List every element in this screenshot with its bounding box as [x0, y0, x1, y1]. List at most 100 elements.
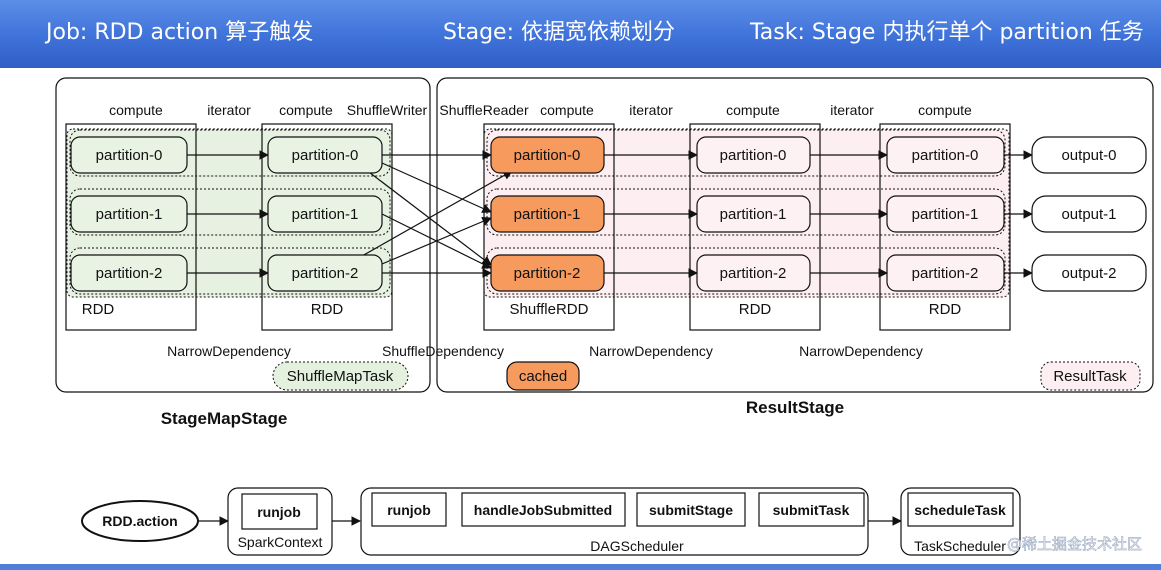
- partition-node-col4-row1: partition-1: [696, 195, 811, 233]
- label-compute-2: compute: [279, 102, 333, 118]
- dependency-label-shuffle: ShuffleDependency: [382, 343, 504, 359]
- submit-task-box: [758, 492, 865, 527]
- output-node-1: output-1: [1031, 195, 1147, 233]
- bottom-strip: [0, 564, 1161, 570]
- map-stage-title: StageMapStage: [161, 409, 288, 428]
- watermark-text: @稀土掘金技术社区: [1007, 535, 1142, 553]
- header-job-text: Job: RDD action 算子触发: [46, 20, 314, 45]
- label-shuffle-reader: ShuffleReader: [439, 102, 529, 118]
- rdd-label-3: RDD: [739, 301, 772, 318]
- partition-label: partition-1: [292, 206, 359, 223]
- schedule-task-label: scheduleTask: [914, 502, 1006, 518]
- partition-node-col5-row2: partition-2: [886, 254, 1005, 292]
- partition-label: partition-0: [96, 147, 163, 164]
- result-task-label: ResultTask: [1053, 368, 1127, 385]
- dag-runjob-box: [371, 492, 447, 527]
- result-stage-frame: [436, 77, 1154, 393]
- map-stage-frame: [55, 77, 431, 393]
- header-task-text: Task: Stage 内执行单个 partition 任务: [750, 20, 1144, 45]
- arrow-shuffle-2-0: [361, 170, 513, 257]
- partition-label: partition-1: [720, 206, 787, 223]
- rdd-box-4: [879, 123, 1011, 331]
- shuffle-rdd-box: [483, 123, 615, 331]
- arrow-shuffle-0-1: [381, 162, 492, 213]
- row-group-2-left: [69, 247, 391, 295]
- partition-node-col4-row0: partition-0: [696, 136, 811, 174]
- spark-context-label: SparkContext: [238, 534, 323, 550]
- rdd-box-3: [689, 123, 821, 331]
- handle-job-submitted-label: handleJobSubmitted: [474, 502, 612, 518]
- label-shuffle-writer: ShuffleWriter: [347, 102, 428, 118]
- label-iterator-2: iterator: [629, 102, 673, 118]
- partition-label: partition-2: [720, 265, 787, 282]
- handle-job-submitted-box: [461, 492, 626, 527]
- arrow-shuffle-2-1: [381, 216, 492, 265]
- partition-node-col1-row2: partition-2: [70, 254, 188, 292]
- output-node-0: output-0: [1031, 136, 1147, 174]
- partition-label: partition-2: [96, 265, 163, 282]
- partition-node-col5-row0: partition-0: [886, 136, 1005, 174]
- partition-label: partition-2: [514, 265, 581, 282]
- partition-label: partition-0: [912, 147, 979, 164]
- arrow-shuffle-0-2: [364, 168, 492, 266]
- cached-tag: cached: [506, 361, 580, 391]
- partition-label: partition-0: [514, 147, 581, 164]
- spark-context-runjob-box: [241, 493, 318, 530]
- label-compute-5: compute: [918, 102, 972, 118]
- dependency-label-narrow-3: NarrowDependency: [799, 343, 923, 359]
- dependency-label-narrow-2: NarrowDependency: [589, 343, 713, 359]
- task-scheduler-label: TaskScheduler: [914, 538, 1006, 554]
- schedule-task-box: [907, 492, 1014, 527]
- label-iterator-1: iterator: [207, 102, 251, 118]
- partition-node-col2-row0: partition-0: [267, 136, 383, 174]
- partition-node-col4-row2: partition-2: [696, 254, 811, 292]
- row-group-1-left: [69, 188, 391, 236]
- header-stage-text: Stage: 依据宽依赖划分: [443, 20, 675, 45]
- shuffle-map-task-label: ShuffleMapTask: [287, 368, 394, 385]
- label-compute-1: compute: [109, 102, 163, 118]
- label-compute-4: compute: [726, 102, 780, 118]
- rdd-box-1: [65, 123, 197, 331]
- rdd-label-1: RDD: [82, 301, 115, 318]
- partition-node-shuffle-row1: partition-1: [490, 195, 605, 233]
- label-iterator-3: iterator: [830, 102, 874, 118]
- partition-label: partition-0: [292, 147, 359, 164]
- dag-runjob-label: runjob: [387, 502, 431, 518]
- row-group-0-left: [69, 129, 391, 177]
- label-compute-3: compute: [540, 102, 594, 118]
- partition-label: partition-2: [912, 265, 979, 282]
- partition-node-col1-row1: partition-1: [70, 195, 188, 233]
- rdd-label-2: RDD: [311, 301, 344, 318]
- partition-node-shuffle-row2: partition-2: [490, 254, 605, 292]
- partition-label: partition-0: [720, 147, 787, 164]
- result-stage-title: ResultStage: [746, 398, 844, 417]
- output-label: output-0: [1061, 147, 1116, 164]
- rdd-box-2: [261, 123, 393, 331]
- partition-node-col5-row1: partition-1: [886, 195, 1005, 233]
- partition-node-col1-row0: partition-0: [70, 136, 188, 174]
- rdd-action-label: RDD.action: [102, 513, 177, 529]
- partition-label: partition-1: [514, 206, 581, 223]
- partition-label: partition-2: [292, 265, 359, 282]
- submit-stage-box: [636, 492, 746, 527]
- dependency-label-narrow-1: NarrowDependency: [167, 343, 291, 359]
- partition-node-shuffle-row0: partition-0: [490, 136, 605, 174]
- partition-label: partition-1: [912, 206, 979, 223]
- result-task-tag: ResultTask: [1040, 361, 1141, 391]
- shuffle-map-task-tag: ShuffleMapTask: [272, 361, 409, 391]
- spark-context-runjob-label: runjob: [257, 504, 301, 520]
- output-label: output-2: [1061, 265, 1116, 282]
- cached-label: cached: [519, 368, 567, 385]
- dag-scheduler-label: DAGScheduler: [590, 538, 684, 554]
- shuffle-rdd-label: ShuffleRDD: [510, 301, 589, 318]
- partition-node-col2-row2: partition-2: [267, 254, 383, 292]
- output-label: output-1: [1061, 206, 1116, 223]
- output-node-2: output-2: [1031, 254, 1147, 292]
- rdd-label-4: RDD: [929, 301, 962, 318]
- partition-node-col2-row1: partition-1: [267, 195, 383, 233]
- submit-stage-label: submitStage: [649, 502, 733, 518]
- partition-label: partition-1: [96, 206, 163, 223]
- header-banner: Job: RDD action 算子触发 Stage: 依据宽依赖划分 Task…: [0, 0, 1161, 68]
- rdd-action-node: RDD.action: [81, 500, 199, 542]
